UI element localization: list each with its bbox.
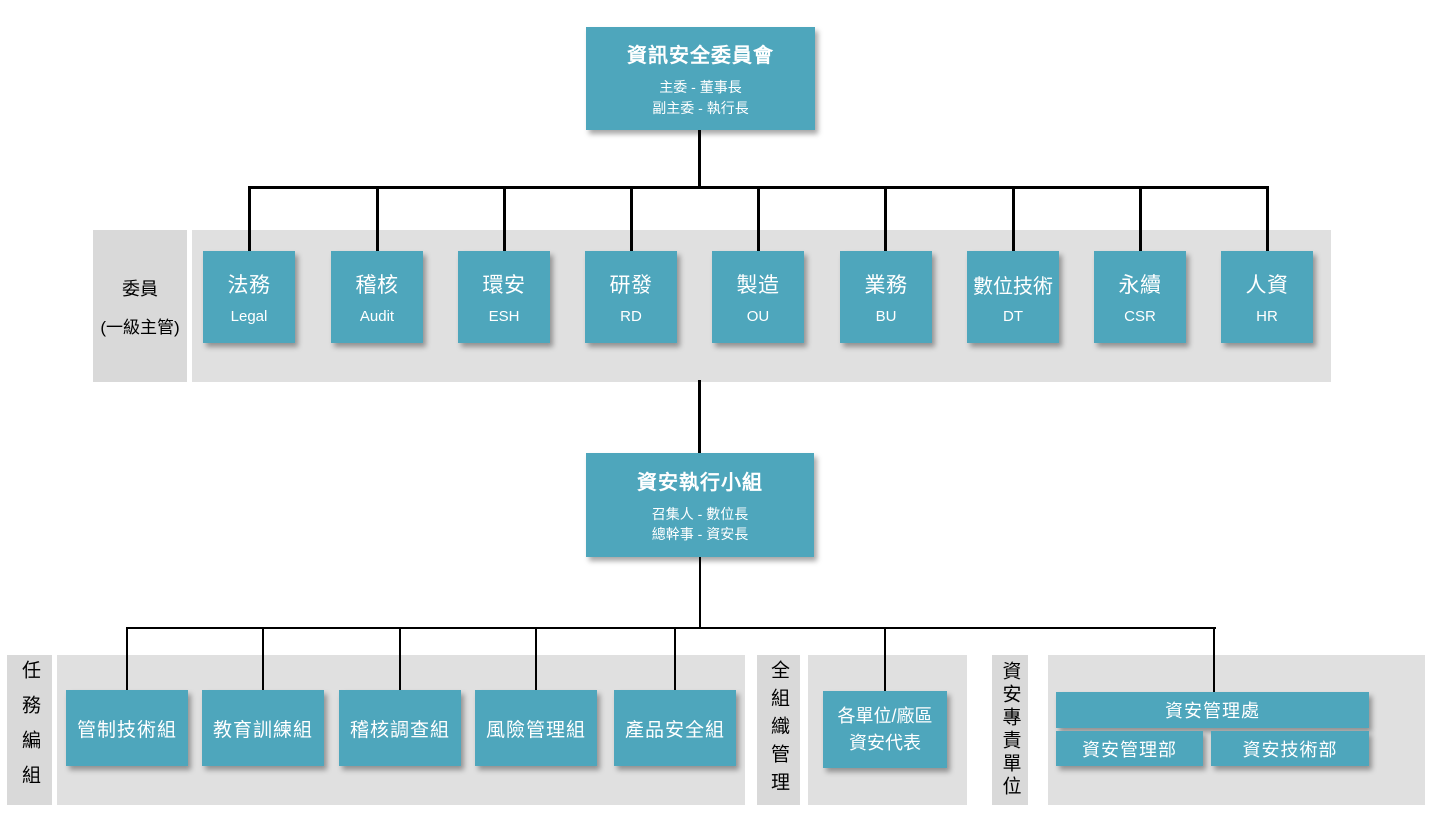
task-group-name: 教育訓練組: [212, 719, 313, 741]
group-drop-line: [535, 627, 537, 693]
group-drop-line: [399, 627, 401, 693]
committee-title: 資訊安全委員會: [627, 45, 774, 68]
member-abbr: Audit: [359, 308, 395, 325]
exec-hbar: [126, 627, 1216, 629]
exec-team-convener: 召集人 - 數位長: [651, 505, 749, 522]
member-box-legal: 法務 Legal: [203, 251, 295, 343]
member-box-rd: 研發 RD: [585, 251, 677, 343]
member-drop-line: [884, 186, 887, 252]
members-label-strip: 委員 (一級主管): [93, 230, 187, 382]
dept-box-technical: 資安技術部: [1211, 731, 1369, 766]
member-name: 人資: [1245, 274, 1289, 297]
member-box-dt: 數位技術 DT: [967, 251, 1059, 343]
member-drop-line: [1012, 186, 1015, 252]
org-wide-label-strip: 全組織管理: [757, 655, 800, 805]
member-box-esh: 環安 ESH: [458, 251, 550, 343]
committee-box: 資訊安全委員會 主委 - 董事長 副主委 - 執行長: [586, 27, 815, 130]
member-name: 稽核: [355, 274, 399, 297]
member-name: 研發: [609, 274, 653, 297]
group-drop-line: [1213, 627, 1215, 693]
dedicated-band: [1048, 655, 1425, 805]
connector-committee-to-bar: [698, 130, 701, 188]
member-box-csr: 永續 CSR: [1094, 251, 1186, 343]
task-box-education: 教育訓練組: [202, 690, 324, 766]
members-label-line2: (一級主管): [100, 317, 180, 337]
task-group-name: 產品安全組: [624, 719, 725, 741]
member-abbr: RD: [620, 308, 642, 325]
member-abbr: HR: [1256, 308, 1278, 325]
member-name: 業務: [864, 274, 908, 297]
member-name: 數位技術: [973, 275, 1053, 298]
task-group-name: 風險管理組: [485, 719, 586, 741]
members-label-line1: 委員: [121, 278, 158, 299]
dept-name: 資安技術部: [1242, 739, 1338, 760]
dept-box-management: 資安管理部: [1056, 731, 1203, 766]
member-drop-line: [503, 186, 506, 252]
task-group-name: 管制技術組: [76, 719, 177, 741]
exec-team-title: 資安執行小組: [637, 471, 763, 494]
member-box-audit: 稽核 Audit: [331, 251, 423, 343]
member-drop-line: [1139, 186, 1142, 252]
task-box-audit-investigation: 稽核調查組: [339, 690, 461, 766]
committee-chair: 主委 - 董事長: [659, 79, 742, 96]
division-name: 資安管理處: [1165, 701, 1260, 721]
rep-line2: 資安代表: [849, 732, 921, 753]
task-box-risk-management: 風險管理組: [475, 690, 597, 766]
member-drop-line: [248, 186, 251, 252]
connector-band-to-exec: [698, 380, 701, 454]
group-drop-line: [674, 627, 676, 693]
member-name: 製造: [736, 274, 780, 297]
member-box-bu: 業務 BU: [840, 251, 932, 343]
group-drop-line: [126, 627, 128, 693]
committee-vice-chair: 副主委 - 執行長: [652, 99, 749, 116]
org-wide-label: 全組織管理: [768, 660, 789, 800]
dept-name: 資安管理部: [1082, 739, 1177, 760]
member-box-hr: 人資 HR: [1221, 251, 1313, 343]
dedicated-label: 資安專責單位: [999, 661, 1021, 799]
rep-line1: 各單位/廠區: [837, 706, 933, 727]
exec-team-secretary: 總幹事 - 資安長: [651, 526, 749, 542]
member-drop-line: [1266, 186, 1269, 252]
task-group-name: 稽核調查組: [349, 719, 450, 741]
task-label: 任務編組: [19, 660, 40, 800]
task-box-control-tech: 管制技術組: [66, 690, 188, 766]
member-abbr: Legal: [230, 308, 268, 325]
member-abbr: DT: [1003, 307, 1023, 325]
dedicated-label-strip: 資安專責單位: [992, 655, 1028, 805]
exec-team-box: 資安執行小組 召集人 - 數位長 總幹事 - 資安長: [586, 453, 814, 557]
member-name: 永續: [1118, 274, 1162, 297]
division-box: 資安管理處: [1056, 692, 1369, 728]
group-drop-line: [262, 627, 264, 693]
member-box-ou: 製造 OU: [712, 251, 804, 343]
member-drop-line: [757, 186, 760, 252]
connector-exec-to-bar: [699, 556, 701, 628]
member-name: 環安: [482, 274, 526, 297]
member-drop-line: [376, 186, 379, 252]
member-abbr: OU: [746, 308, 770, 325]
member-abbr: ESH: [488, 308, 520, 325]
task-box-product-security: 產品安全組: [614, 690, 736, 766]
member-abbr: CSR: [1124, 308, 1156, 325]
member-abbr: BU: [875, 308, 897, 325]
task-label-strip: 任務編組: [7, 655, 52, 805]
member-drop-line: [630, 186, 633, 252]
group-drop-line: [884, 627, 886, 693]
member-name: 法務: [227, 274, 271, 297]
rep-box: 各單位/廠區 資安代表: [823, 691, 947, 768]
